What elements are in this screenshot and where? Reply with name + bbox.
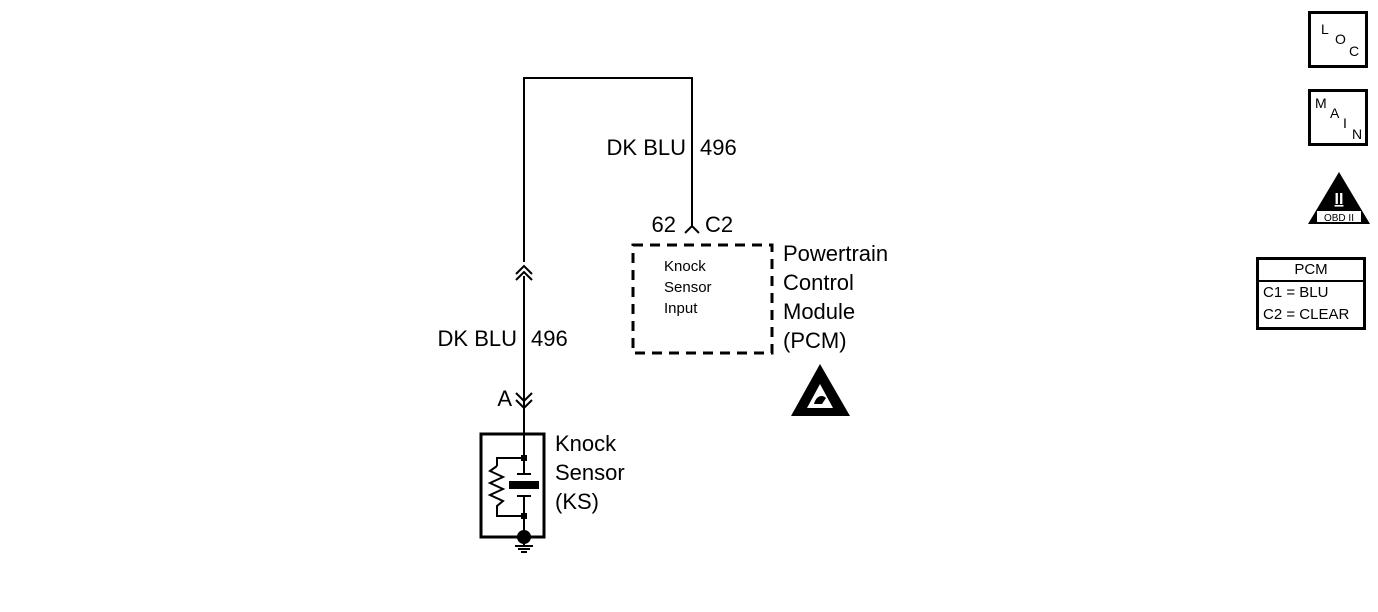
ground-icon [515, 530, 533, 553]
legend-title: PCM [1259, 260, 1363, 282]
pcm-box [631, 243, 774, 355]
pcm-name-line: Powertrain [783, 241, 888, 266]
obd-numeral: II [1335, 191, 1344, 208]
ks-name-line: (KS) [555, 489, 599, 514]
pcm-name-line: (PCM) [783, 328, 847, 353]
loc-letter: L [1321, 21, 1329, 37]
ks-name-line: Knock [555, 431, 617, 456]
ks-name-line: Sensor [555, 460, 625, 485]
inline-connector [515, 264, 533, 281]
lower-wire-color: DK BLU [438, 326, 517, 351]
legend-row: C2 = CLEAR [1263, 306, 1350, 323]
pcm-name-line: Control [783, 270, 854, 295]
upper-wire-circuit: 496 [700, 135, 737, 160]
esd-warning-icon [791, 364, 850, 416]
lower-wire-circuit: 496 [531, 326, 568, 351]
main-icon[interactable]: M A I N [1308, 89, 1368, 146]
pcm-name-line: Module [783, 299, 855, 324]
pcm-connector-id: C2 [705, 212, 733, 237]
main-letter: I [1343, 115, 1347, 131]
upper-wire-color: DK BLU [607, 135, 686, 160]
pcm-input-line: Sensor [664, 279, 712, 296]
obd-label: OBD II [1324, 213, 1354, 224]
loc-icon[interactable]: L O C [1308, 11, 1368, 68]
junction-dot [521, 455, 527, 461]
main-letter: N [1352, 126, 1363, 142]
pcm-pin-number: 62 [652, 212, 676, 237]
pcm-input-line: Knock [664, 258, 706, 275]
loc-letter: C [1349, 43, 1360, 59]
loc-letter: O [1335, 31, 1346, 47]
legend-row: C1 = BLU [1263, 284, 1329, 301]
junction-dot [521, 513, 527, 519]
ks-connector-pin: A [497, 386, 512, 411]
connector-legend: PCM C1 = BLU C2 = CLEAR [1256, 257, 1366, 330]
piezo-element [509, 481, 539, 489]
main-letter: M [1315, 95, 1327, 111]
main-letter: A [1330, 105, 1340, 121]
obd-ii-icon[interactable]: II OBD II [1306, 170, 1372, 226]
knock-sensor-box [479, 432, 546, 539]
pcm-connector-symbol [684, 224, 700, 234]
pcm-input-line: Input [664, 300, 698, 317]
